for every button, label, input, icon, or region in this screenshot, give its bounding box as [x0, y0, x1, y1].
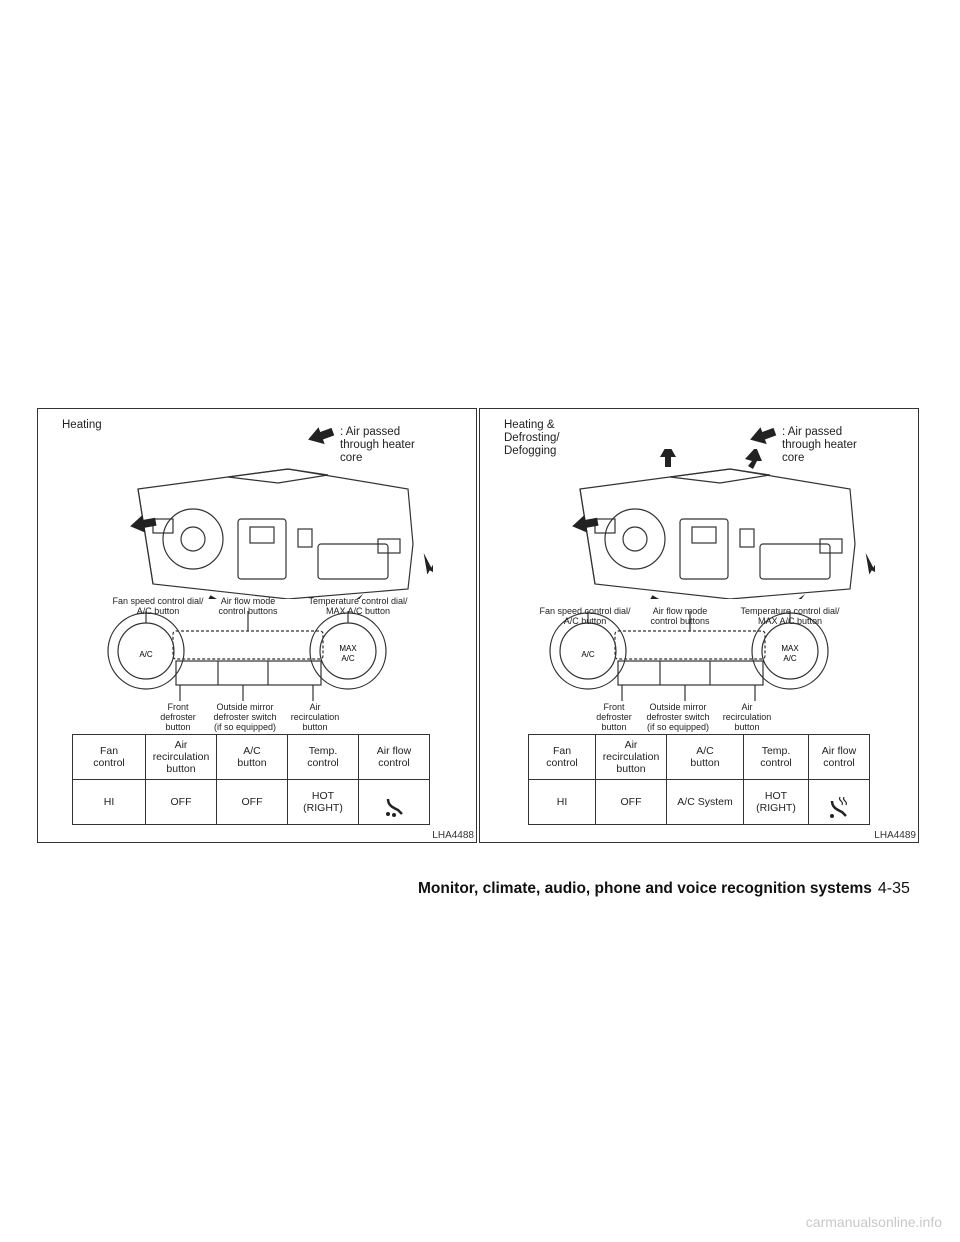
front-defroster-label: Front defroster button	[596, 702, 632, 732]
heating-figure: Heating : Air passed through heater core	[37, 408, 477, 843]
temp-control-label: Temperature control dial/ MAX A/C button	[308, 596, 408, 616]
legend-text: : Air passed through heater core	[340, 426, 415, 464]
figure-code: LHA4489	[874, 830, 916, 841]
value-ac: A/C System	[666, 779, 744, 825]
header-temp: Temp. control	[743, 734, 809, 780]
value-recirc: OFF	[145, 779, 217, 825]
dashboard-illustration	[572, 449, 875, 599]
figure-title: Heating & Defrosting/ Defogging	[504, 419, 560, 457]
settings-table: Fan control Air recirculation button A/C…	[72, 734, 430, 825]
value-fan: HI	[528, 779, 596, 825]
settings-table: Fan control Air recirculation button A/C…	[528, 734, 870, 825]
front-defroster-label: Front defroster button	[160, 702, 196, 732]
header-recirc: Air recirculation button	[595, 734, 667, 780]
airflow-arrow-icon	[308, 427, 335, 445]
value-ac: OFF	[216, 779, 288, 825]
legend: : Air passed through heater core	[748, 423, 898, 473]
air-flow-mode-label: Air flow mode control buttons	[218, 596, 278, 616]
dashboard-illustration	[130, 468, 433, 599]
heating-defrosting-figure: Heating & Defrosting/ Defogging : Air pa…	[479, 408, 919, 843]
value-fan: HI	[72, 779, 146, 825]
header-airflow: Air flow control	[358, 734, 430, 780]
figure-code: LHA4488	[432, 830, 474, 841]
header-airflow: Air flow control	[808, 734, 870, 780]
foot-vent-icon	[386, 798, 403, 817]
legend: : Air passed through heater core	[306, 423, 456, 473]
page-number: 4-35	[877, 880, 910, 897]
watermark: carmanualsonline.info	[805, 1214, 942, 1230]
ac-dial-label: A/C	[581, 650, 595, 659]
header-recirc: Air recirculation button	[145, 734, 217, 780]
air-flow-mode-label: Air flow mode control buttons	[650, 606, 710, 626]
air-recirc-label: Air recirculation button	[722, 702, 772, 732]
air-recirc-label: Air recirculation button	[290, 702, 340, 732]
header-temp: Temp. control	[287, 734, 359, 780]
fan-speed-label: Fan speed control dial/ A/C button	[112, 596, 204, 616]
airflow-arrow-icon	[750, 427, 777, 445]
ac-dial-label: A/C	[139, 650, 153, 659]
mirror-defroster-label: Outside mirror defroster switch (if so e…	[646, 702, 710, 732]
value-recirc: OFF	[595, 779, 667, 825]
value-temp: HOT (RIGHT)	[743, 779, 809, 825]
defrost-foot-icon	[830, 796, 847, 818]
value-temp: HOT (RIGHT)	[287, 779, 359, 825]
value-airflow	[358, 779, 430, 825]
fan-speed-label: Fan speed control dial/ A/C button	[539, 606, 631, 626]
section-title: Monitor, climate, audio, phone and voice…	[418, 880, 872, 897]
header-ac: A/C button	[666, 734, 744, 780]
legend-text: : Air passed through heater core	[782, 426, 857, 464]
temp-control-label: Temperature control dial/ MAX A/C button	[740, 606, 840, 626]
header-fan: Fan control	[528, 734, 596, 780]
header-ac: A/C button	[216, 734, 288, 780]
header-fan: Fan control	[72, 734, 146, 780]
page-footer: Monitor, climate, audio, phone and voice…	[418, 880, 918, 898]
mirror-defroster-label: Outside mirror defroster switch (if so e…	[213, 702, 277, 732]
value-airflow	[808, 779, 870, 825]
figure-title: Heating	[62, 419, 102, 431]
